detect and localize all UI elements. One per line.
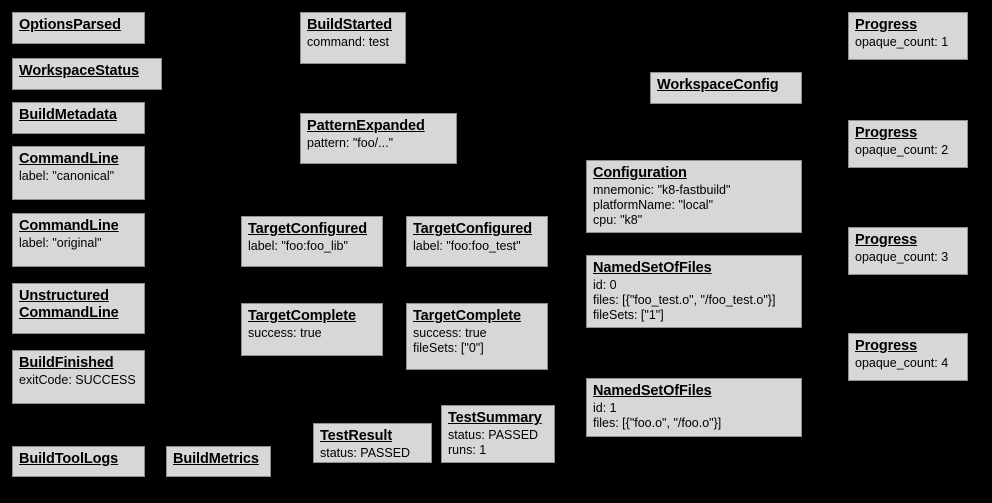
node-title: NamedSetOfFiles [593,383,712,399]
node-named-set-of-files-1[interactable]: NamedSetOfFiles id: 1 files: [{"foo.o", "… [586,378,802,437]
node-pattern-expanded[interactable]: PatternExpanded pattern: "foo/..." [300,113,457,164]
node-test-summary[interactable]: TestSummary status: PASSED runs: 1 [441,405,555,463]
node-build-metadata[interactable]: BuildMetadata [12,102,145,134]
node-fields: id: 0 files: [{"foo_test.o", "/foo_test.… [593,278,776,322]
node-target-complete-test[interactable]: TargetComplete success: true fileSets: ["… [406,303,548,370]
node-test-result[interactable]: TestResult status: PASSED [313,423,432,463]
node-title: BuildStarted [307,17,393,33]
node-title: TargetComplete [413,308,521,324]
node-progress-2[interactable]: Progress opaque_count: 2 [848,120,968,168]
node-title: CommandLine [19,218,119,234]
node-command-line-original[interactable]: CommandLine label: "original" [12,213,145,267]
node-title: WorkspaceConfig [657,77,779,93]
node-fields: status: PASSED [320,446,411,460]
node-configuration[interactable]: Configuration mnemonic: "k8-fastbuild" pl… [586,160,802,233]
node-title: NamedSetOfFiles [593,260,712,276]
node-command-line-canonical[interactable]: CommandLine label: "canonical" [12,146,145,200]
node-fields: pattern: "foo/..." [307,136,394,150]
node-build-finished[interactable]: BuildFinished exitCode: SUCCESS [12,350,145,404]
node-options-parsed[interactable]: OptionsParsed [12,12,145,44]
node-title: OptionsParsed [19,17,121,33]
node-progress-4[interactable]: Progress opaque_count: 4 [848,333,968,381]
node-fields: opaque_count: 4 [855,356,949,370]
node-title: TargetComplete [248,308,356,324]
node-build-metrics[interactable]: BuildMetrics [166,446,271,477]
node-target-configured-foo-lib[interactable]: TargetConfigured label: "foo:foo_lib" [241,216,383,267]
node-build-tool-logs[interactable]: BuildToolLogs [12,446,145,477]
node-title: Configuration [593,165,687,181]
node-progress-1[interactable]: Progress opaque_count: 1 [848,12,968,60]
node-title: TargetConfigured [248,221,367,237]
node-unstructured-command-line[interactable]: Unstructured CommandLine [12,283,145,334]
node-build-started[interactable]: BuildStarted command: test [300,12,406,64]
node-fields: opaque_count: 2 [855,143,949,157]
node-fields: success: true [248,326,322,340]
node-fields: status: PASSED runs: 1 [448,428,539,457]
node-fields: opaque_count: 1 [855,35,949,49]
node-title: Progress [855,338,918,354]
node-fields: command: test [307,35,389,49]
node-title: Unstructured CommandLine [19,288,119,321]
node-target-configured-foo-test[interactable]: TargetConfigured label: "foo:foo_test" [406,216,548,267]
node-fields: mnemonic: "k8-fastbuild" platformName: "… [593,183,731,227]
node-fields: label: "foo:foo_lib" [248,239,348,253]
node-fields: label: "original" [19,236,102,250]
node-title: CommandLine [19,151,119,167]
node-title: Progress [855,232,918,248]
node-title: PatternExpanded [307,118,425,134]
node-title: TestSummary [448,410,542,426]
node-fields: label: "canonical" [19,169,115,183]
node-title: BuildToolLogs [19,451,119,467]
node-workspace-config[interactable]: WorkspaceConfig [650,72,802,104]
node-title: BuildMetadata [19,107,117,123]
node-title: BuildFinished [19,355,114,371]
node-workspace-status[interactable]: WorkspaceStatus [12,58,162,90]
node-named-set-of-files-0[interactable]: NamedSetOfFiles id: 0 files: [{"foo_test.… [586,255,802,328]
node-fields: exitCode: SUCCESS [19,373,136,387]
node-progress-3[interactable]: Progress opaque_count: 3 [848,227,968,275]
node-title: Progress [855,17,918,33]
node-title: BuildMetrics [173,451,259,467]
node-fields: success: true fileSets: ["0"] [413,326,487,355]
node-fields: opaque_count: 3 [855,250,949,264]
node-title: TargetConfigured [413,221,532,237]
node-fields: label: "foo:foo_test" [413,239,521,253]
node-title: WorkspaceStatus [19,63,139,79]
node-target-complete-lib[interactable]: TargetComplete success: true [241,303,383,356]
node-title: TestResult [320,428,393,444]
node-fields: id: 1 files: [{"foo.o", "/foo.o"}] [593,401,722,430]
node-title: Progress [855,125,918,141]
